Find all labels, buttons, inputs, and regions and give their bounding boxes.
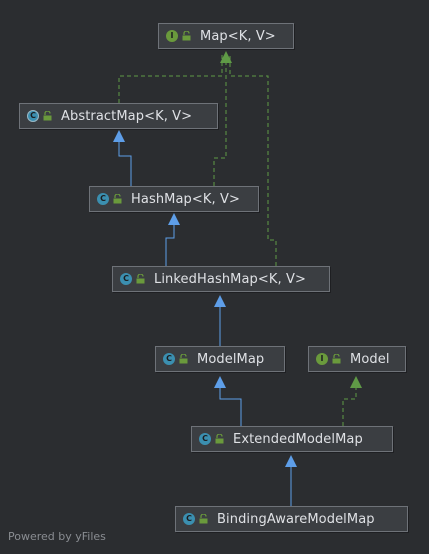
public-lock-icon xyxy=(199,514,208,524)
public-lock-icon xyxy=(332,354,341,364)
public-lock-icon xyxy=(113,194,122,204)
edge-extended-model-map-implements-model xyxy=(342,387,357,426)
node-model-map[interactable]: C ModelMap xyxy=(155,346,285,372)
class-icon: C xyxy=(199,433,211,445)
class-icon: C xyxy=(183,513,195,525)
node-label: Model xyxy=(350,351,390,367)
edge-linked-hash-map-extends-hash-map xyxy=(165,224,175,266)
arrowhead-extends-hash-map xyxy=(168,213,180,225)
node-label: AbstractMap<K, V> xyxy=(61,108,193,124)
node-label: Map<K, V> xyxy=(200,28,276,44)
edge-hash-map-extends-abstract-map xyxy=(118,140,132,186)
node-label: ExtendedModelMap xyxy=(233,431,363,447)
public-lock-icon xyxy=(136,274,145,284)
edge-extended-model-map-extends-model-map xyxy=(219,387,242,426)
public-lock-icon xyxy=(215,434,224,444)
node-label: ModelMap xyxy=(197,351,265,367)
watermark: Powered by yFiles xyxy=(8,530,106,543)
interface-icon: I xyxy=(316,353,328,365)
arrowhead-implements-map xyxy=(220,51,232,63)
node-label: HashMap<K, V> xyxy=(131,191,240,207)
node-map[interactable]: I Map<K, V> xyxy=(158,23,294,49)
edge-linked-hash-map-implements-map xyxy=(229,53,277,266)
node-abstract-map[interactable]: C AbstractMap<K, V> xyxy=(19,103,218,129)
node-label: LinkedHashMap<K, V> xyxy=(154,271,306,287)
class-icon: C xyxy=(120,273,132,285)
node-binding-aware-model-map[interactable]: C BindingAwareModelMap xyxy=(175,506,408,532)
node-linked-hash-map[interactable]: C LinkedHashMap<K, V> xyxy=(112,266,330,292)
node-label: BindingAwareModelMap xyxy=(217,511,375,527)
arrowhead-extends-model-map xyxy=(214,376,226,388)
arrowhead-extends-abstract-map xyxy=(113,130,125,142)
arrowhead-extends-linked-hash-map xyxy=(214,295,226,307)
abstract-class-icon: C xyxy=(27,110,39,122)
public-lock-icon xyxy=(182,31,191,41)
public-lock-icon xyxy=(43,111,52,121)
edge-hash-map-implements-map xyxy=(213,53,227,186)
node-extended-model-map[interactable]: C ExtendedModelMap xyxy=(191,426,393,452)
arrowhead-extends-extended-model-map xyxy=(285,455,297,467)
class-icon: C xyxy=(163,353,175,365)
class-icon: C xyxy=(97,193,109,205)
public-lock-icon xyxy=(179,354,188,364)
node-hash-map[interactable]: C HashMap<K, V> xyxy=(89,186,259,212)
interface-icon: I xyxy=(166,30,178,42)
node-model[interactable]: I Model xyxy=(308,346,406,372)
arrowhead-implements-model xyxy=(350,376,362,388)
edge-abstract-map-implements-map xyxy=(118,53,223,103)
